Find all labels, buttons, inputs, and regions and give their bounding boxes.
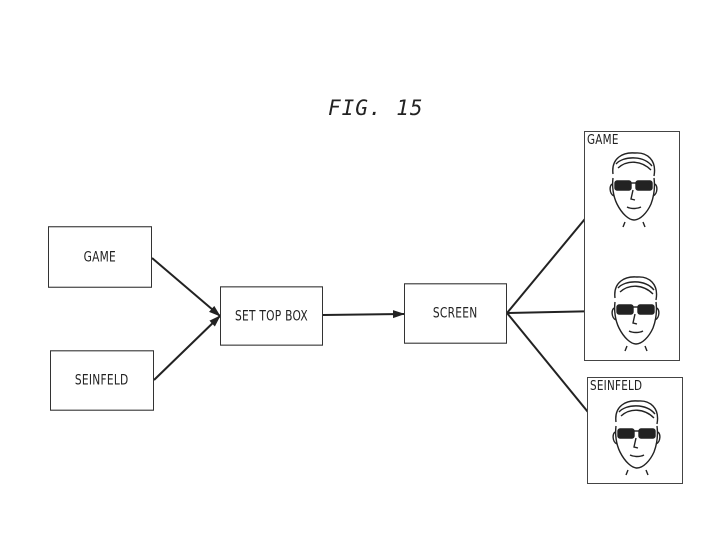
figure-title: FIG. 15 <box>328 96 424 120</box>
output-panel-game: GAME <box>584 131 680 361</box>
screen-box: SCREEN <box>404 283 507 344</box>
arrow-screen-to-face-3 <box>506 312 602 429</box>
output-panel-seinfeld: SEINFELD <box>587 377 683 484</box>
input-label-game: GAME <box>83 248 117 266</box>
output-panel-label-game: GAME <box>587 133 619 148</box>
face-icon <box>609 152 658 228</box>
set-top-box: SET TOP BOX <box>220 286 323 346</box>
arrow-stb-to-screen <box>322 310 405 319</box>
output-panel-label-seinfeld: SEINFELD <box>590 379 643 394</box>
set-top-box-label: SET TOP BOX <box>235 307 308 325</box>
arrow-seinfeld-to-stb <box>153 315 221 381</box>
face-icon <box>611 276 660 352</box>
screen-label: SCREEN <box>433 305 478 322</box>
input-box-game: GAME <box>48 226 152 288</box>
input-label-seinfeld: SEINFELD <box>75 372 129 389</box>
arrow-game-to-stb <box>151 257 221 317</box>
input-box-seinfeld: SEINFELD <box>50 350 154 411</box>
arrow-screen-to-face-1 <box>506 201 600 314</box>
face-icon <box>612 400 661 476</box>
